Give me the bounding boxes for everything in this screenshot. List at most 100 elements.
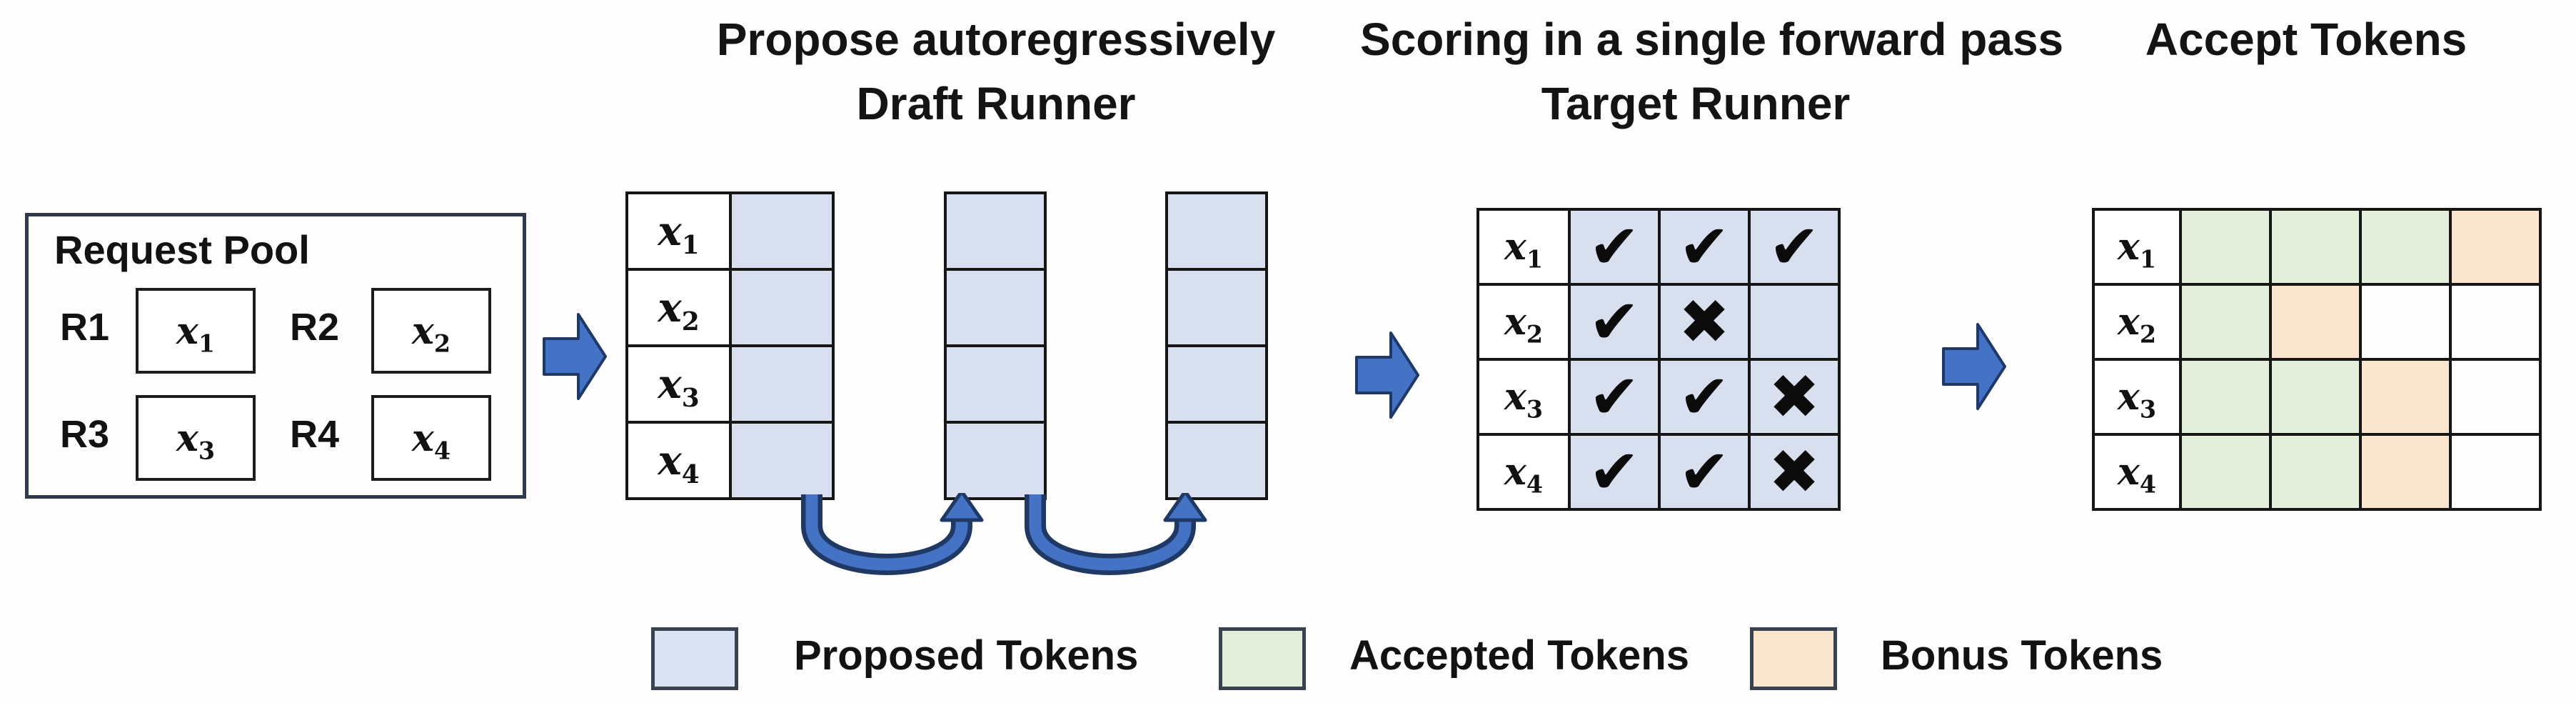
score-cell: ✖ <box>1658 283 1751 361</box>
proposed-token-cell <box>944 344 1047 424</box>
flow-arrow-right-icon <box>1942 323 2006 410</box>
accept-cell <box>2359 283 2452 361</box>
request-id-r2: R2 <box>290 306 340 349</box>
table-row: x3 ✔ ✔ ✖ <box>1476 358 1841 436</box>
accept-cell <box>2179 433 2272 511</box>
token-label-cell: x2 <box>1476 283 1571 361</box>
bonus-tokens-label: Bonus Tokens <box>1881 632 2163 679</box>
table-row <box>944 421 1047 500</box>
table-row <box>944 268 1047 347</box>
accept-cell <box>2269 283 2362 361</box>
accept-cell <box>2179 283 2272 361</box>
table-row <box>944 344 1047 424</box>
accept-cell <box>2449 358 2542 436</box>
table-row: x1 <box>625 191 835 271</box>
bonus-tokens-swatch <box>1750 627 1837 690</box>
score-cell: ✖ <box>1748 358 1841 436</box>
proposed-token-cell <box>944 268 1047 347</box>
proposed-token-cell <box>729 268 835 347</box>
token-label-cell: x4 <box>2092 433 2182 511</box>
token-x4: x4 <box>411 416 451 464</box>
proposed-token-cell <box>729 191 835 271</box>
token-x1: x1 <box>176 309 216 357</box>
proposed-token-cell <box>729 344 835 424</box>
request-token-box-r2: x2 <box>371 288 491 374</box>
accept-cell <box>2269 358 2362 436</box>
accept-tokens-table: x1 x2 x3 x4 <box>2092 208 2542 511</box>
score-cell <box>1748 283 1841 361</box>
request-id-r3: R3 <box>60 413 110 456</box>
accept-cell <box>2269 433 2362 511</box>
table-row: x4 <box>625 421 835 500</box>
accept-tokens-title: Accept Tokens <box>2145 14 2467 65</box>
token-label-cell: x1 <box>1476 208 1571 286</box>
token-x3: x3 <box>176 416 216 464</box>
proposed-token-cell <box>1165 421 1268 500</box>
token-label-cell: x2 <box>2092 283 2182 361</box>
score-cell: ✖ <box>1748 433 1841 511</box>
accept-cell <box>2449 208 2542 286</box>
draft-proposal-table: x1 x2 x3 x4 <box>625 191 835 500</box>
table-row: x2 ✔ ✖ <box>1476 283 1841 361</box>
request-token-box-r3: x3 <box>136 395 256 481</box>
proposed-token-cell <box>729 421 835 500</box>
score-cell: ✔ <box>1658 208 1751 286</box>
accept-cell <box>2359 433 2452 511</box>
table-row <box>944 191 1047 271</box>
score-cell: ✔ <box>1568 208 1661 286</box>
flow-arrow-right-icon <box>543 313 607 400</box>
table-row <box>1165 344 1268 424</box>
table-row: x1 <box>2092 208 2542 286</box>
token-label-cell: x3 <box>1476 358 1571 436</box>
proposed-token-cell <box>1165 344 1268 424</box>
request-token-box-r1: x1 <box>136 288 256 374</box>
accept-cell <box>2269 208 2362 286</box>
token-label-cell: x1 <box>625 191 732 271</box>
table-row: x4 <box>2092 433 2542 511</box>
proposed-tokens-label: Proposed Tokens <box>794 632 1139 679</box>
draft-runner-title: Draft Runner <box>856 78 1136 129</box>
autoregressive-loop-arrows-icon <box>801 493 1207 575</box>
accept-cell <box>2179 358 2272 436</box>
token-label-cell: x3 <box>2092 358 2182 436</box>
score-cell: ✔ <box>1568 433 1661 511</box>
token-label-cell: x4 <box>625 421 732 500</box>
proposed-token-cell <box>1165 268 1268 347</box>
table-row: x1 ✔ ✔ ✔ <box>1476 208 1841 286</box>
draft-step2-column <box>944 191 1047 500</box>
accept-cell <box>2359 208 2452 286</box>
token-label-cell: x2 <box>625 268 732 347</box>
table-row: x3 <box>2092 358 2542 436</box>
table-row <box>1165 191 1268 271</box>
proposed-tokens-swatch <box>651 627 738 690</box>
request-pool-box: Request Pool R1 x1 R2 x2 R3 x3 R4 x4 <box>25 213 526 499</box>
score-cell: ✔ <box>1658 433 1751 511</box>
table-row: x2 <box>2092 283 2542 361</box>
request-id-r1: R1 <box>60 306 110 349</box>
accept-cell <box>2449 433 2542 511</box>
request-token-box-r4: x4 <box>371 395 491 481</box>
table-row: x2 <box>625 268 835 347</box>
propose-title: Propose autoregressively <box>716 14 1276 65</box>
table-row: x4 ✔ ✔ ✖ <box>1476 433 1841 511</box>
draft-step3-column <box>1165 191 1268 500</box>
accepted-tokens-label: Accepted Tokens <box>1349 632 1689 679</box>
table-row <box>1165 421 1268 500</box>
score-cell: ✔ <box>1568 283 1661 361</box>
scoring-title: Scoring in a single forward pass <box>1360 14 2064 65</box>
token-label-cell: x1 <box>2092 208 2182 286</box>
token-label-cell: x3 <box>625 344 732 424</box>
proposed-token-cell <box>1165 191 1268 271</box>
request-id-r4: R4 <box>290 413 340 456</box>
target-scoring-table: x1 ✔ ✔ ✔ x2 ✔ ✖ x3 ✔ ✔ ✖ x4 ✔ ✔ ✖ <box>1476 208 1841 511</box>
score-cell: ✔ <box>1658 358 1751 436</box>
accept-cell <box>2449 283 2542 361</box>
table-row <box>1165 268 1268 347</box>
flow-arrow-right-icon <box>1355 331 1419 419</box>
accepted-tokens-swatch <box>1219 627 1306 690</box>
request-pool-title: Request Pool <box>54 227 310 272</box>
score-cell: ✔ <box>1568 358 1661 436</box>
proposed-token-cell <box>944 421 1047 500</box>
table-row: x3 <box>625 344 835 424</box>
